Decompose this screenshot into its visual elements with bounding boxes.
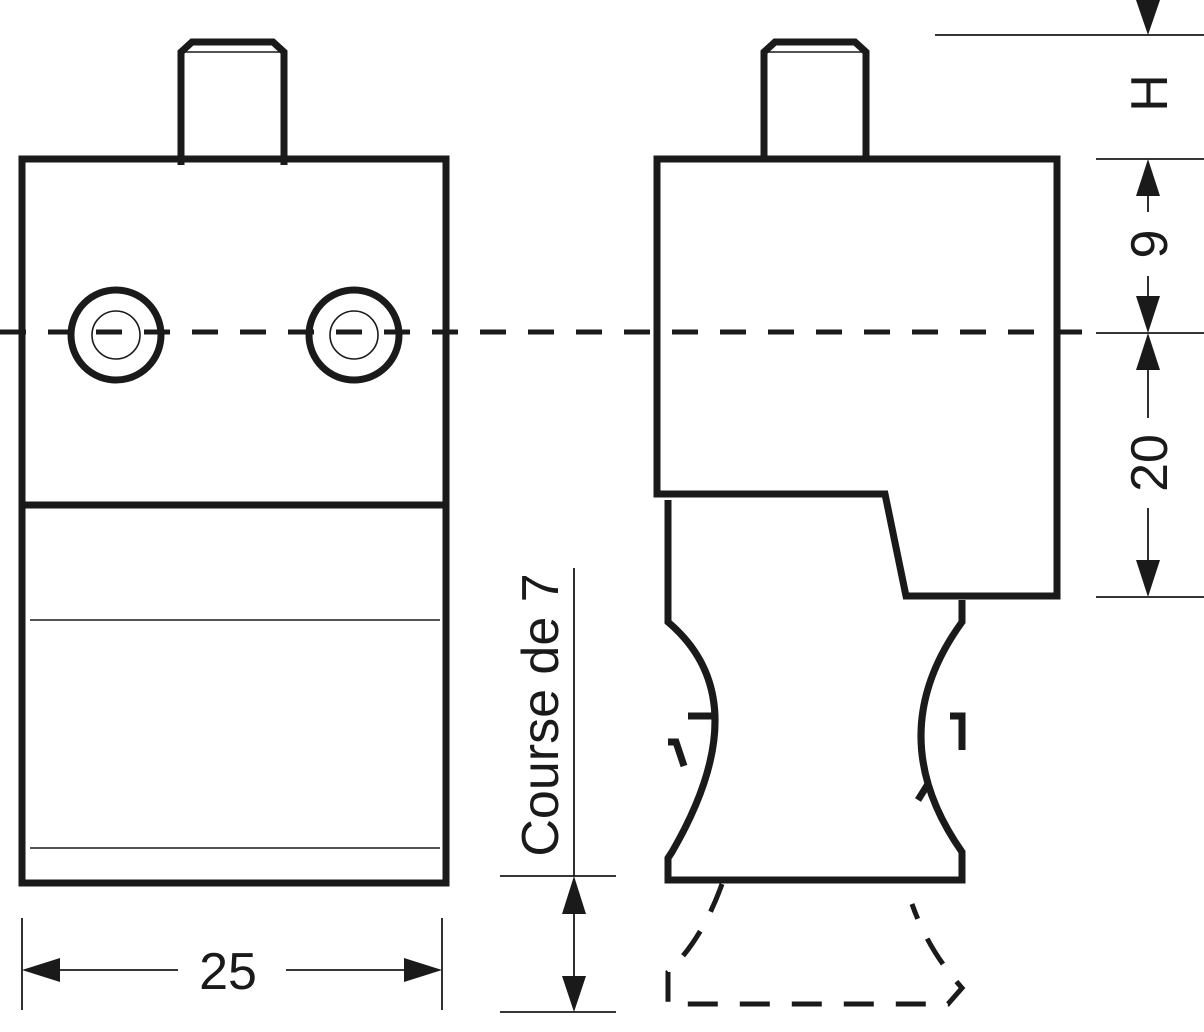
width-dimension: 25: [21, 918, 443, 1010]
width-arrow-right: [404, 958, 442, 982]
h-arrow: [1136, 0, 1160, 35]
h-label: H: [1121, 74, 1179, 112]
stroke-arrow-top: [562, 876, 586, 914]
side-view: [653, 38, 1061, 1007]
stroke-dimension: Course de 7: [500, 568, 616, 1013]
mounting-hole-right-inner: [329, 310, 379, 360]
plunger-mark-right-upper: [950, 712, 966, 750]
lower-arrow-bottom: [1136, 560, 1160, 597]
right-dimensions: H 9 20: [935, 0, 1204, 598]
front-view: [18, 38, 450, 887]
mounting-hole-right-outer: [305, 286, 403, 384]
front-body: [18, 155, 450, 887]
side-spigot: [760, 38, 870, 160]
mounting-hole-left-outer: [67, 286, 165, 384]
lower-height-label: 20: [1121, 434, 1179, 492]
plunger-extended-outline: [665, 883, 966, 1007]
stroke-arrow-bottom: [562, 976, 586, 1012]
width-label: 25: [199, 943, 257, 1001]
upper-arrow-bottom: [1136, 296, 1160, 333]
front-spigot: [177, 38, 288, 165]
plunger-mark-left-lower: [668, 738, 688, 768]
mounting-hole-left-inner: [91, 310, 141, 360]
plunger-mark-right-lower: [915, 782, 931, 802]
side-plunger: [664, 500, 966, 884]
width-arrow-left: [22, 958, 60, 982]
lower-arrow-top: [1136, 333, 1160, 370]
upper-arrow-top: [1136, 159, 1160, 196]
stroke-label: Course de 7: [512, 573, 570, 856]
upper-height-label: 9: [1121, 230, 1179, 259]
side-housing: [653, 155, 1061, 600]
